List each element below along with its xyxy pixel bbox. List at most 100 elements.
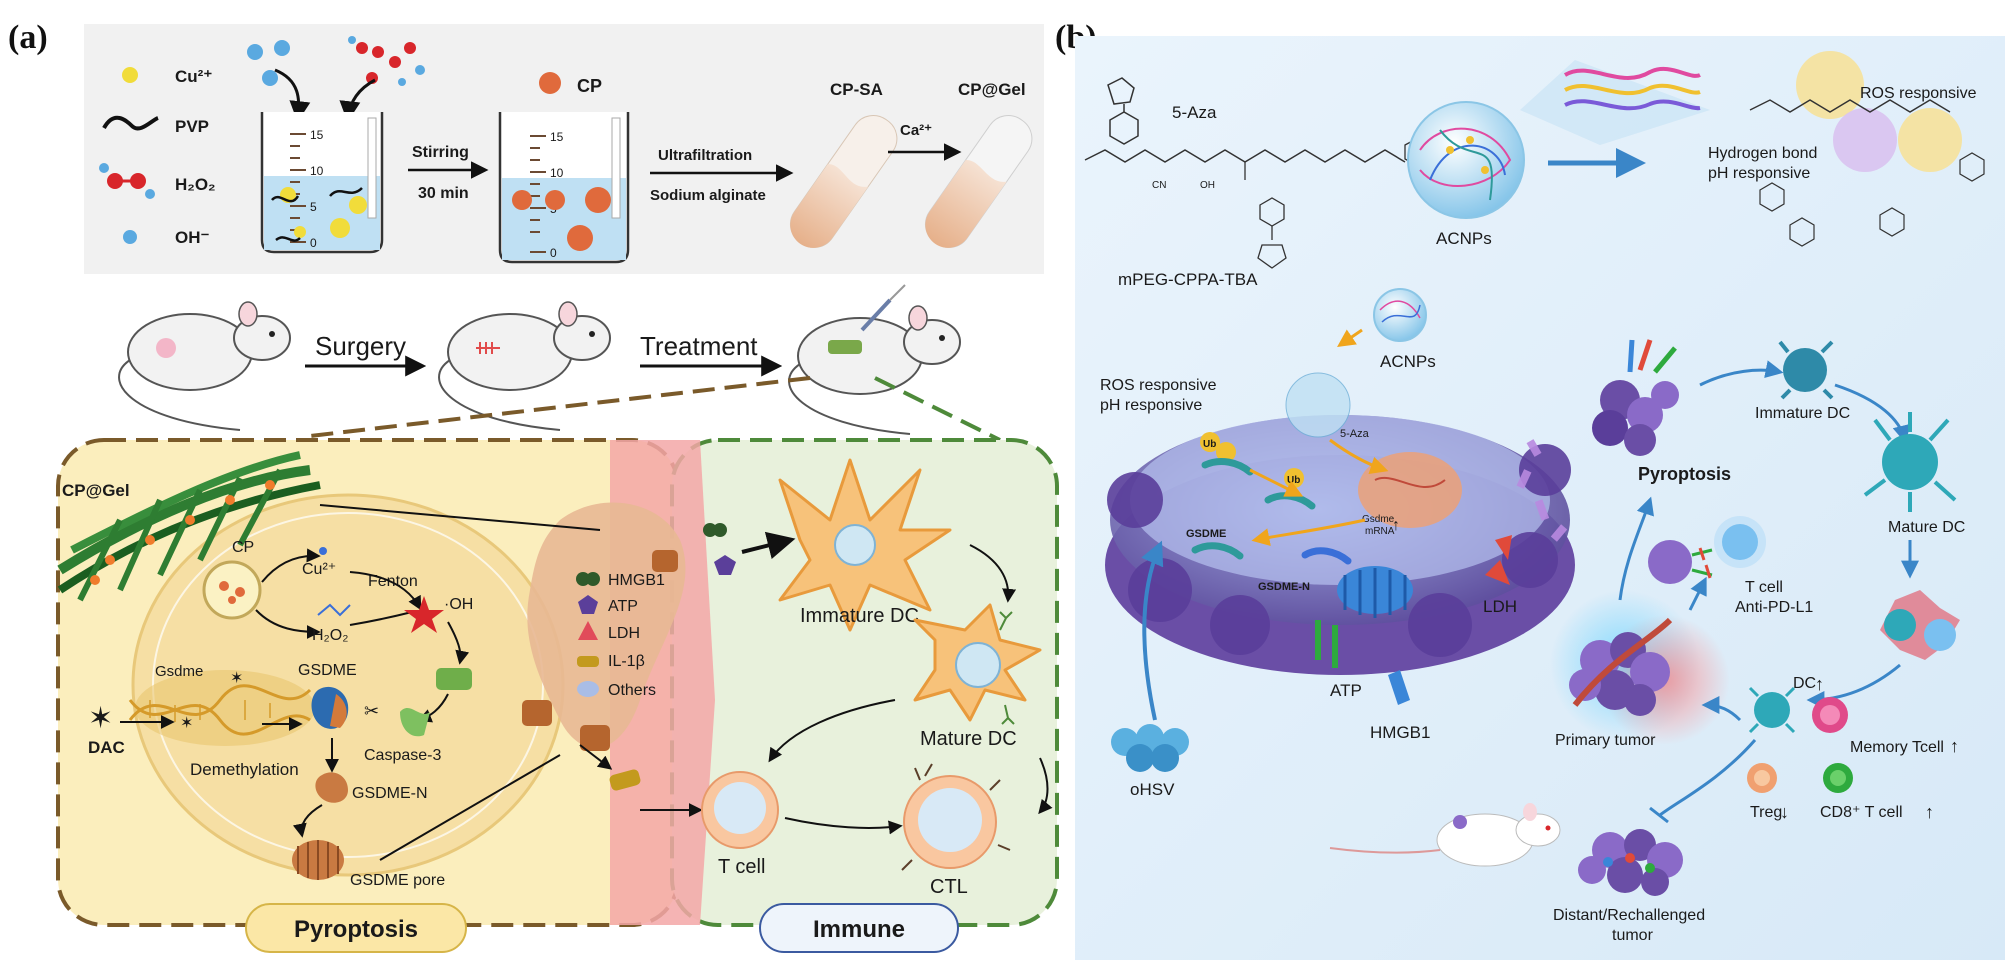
polymer-label: mPEG-CPPA-TBA xyxy=(1118,270,1258,289)
ctl-label: CTL xyxy=(930,876,968,898)
caspase-label: Caspase-3 xyxy=(364,747,441,764)
step2-bottom: Sodium alginate xyxy=(650,187,766,204)
tick-5: 5 xyxy=(310,200,317,214)
oh-icon xyxy=(123,230,137,244)
acnps-label: ACNPs xyxy=(1436,229,1492,248)
treg-label: Treg xyxy=(1750,804,1782,821)
pyroptosis-pill xyxy=(245,903,467,953)
tick-15b: 15 xyxy=(550,130,564,144)
ub-label-3: Ub xyxy=(1287,475,1300,486)
demethylation-label: Demethylation xyxy=(190,760,299,779)
tick-0b: 0 xyxy=(550,246,557,260)
mouse-2 xyxy=(438,301,611,431)
dac-star-icon: ✶ xyxy=(88,702,113,735)
primary-tumor-label: Primary tumor xyxy=(1555,732,1656,749)
gsdme-n-b-label: GSDME-N xyxy=(1258,581,1310,593)
pyroptosis-b-label: Pyroptosis xyxy=(1638,464,1731,484)
zoom-strand xyxy=(1563,66,1701,111)
ros-responsive-label: ROS responsive xyxy=(1860,85,1977,102)
legend-il1b: IL-1β xyxy=(608,653,645,670)
t-cell-b-label: T cell xyxy=(1745,579,1783,596)
hmgb1-label: HMGB1 xyxy=(1370,723,1430,742)
legend-cu: Cu²⁺ xyxy=(175,67,212,86)
anti-pdl1-label: Anti-PD-L1 xyxy=(1735,599,1813,616)
ub-icon-2 xyxy=(1216,442,1236,462)
cu-ion-icon xyxy=(122,67,138,83)
caspase-active-icon xyxy=(400,708,430,737)
ros-ph-line2: pH responsive xyxy=(1100,397,1202,414)
tick-10: 10 xyxy=(310,164,324,178)
dna-helix xyxy=(128,670,315,746)
h2o2-mech-label: H₂O₂ xyxy=(312,627,348,644)
aza-small-label: 5-Aza xyxy=(1340,428,1370,440)
tube-cpgel xyxy=(924,114,1033,248)
ros-sphere-2 xyxy=(1833,108,1897,172)
ros-sphere-1 xyxy=(1796,51,1864,119)
gsdme-b-label: GSDME xyxy=(1186,528,1226,540)
legend-hmgb1: HMGB1 xyxy=(608,572,665,589)
down-arrow-treg: ↓ xyxy=(1780,802,1789,822)
h2o2-molecules xyxy=(348,36,425,86)
surgery-label: Surgery xyxy=(315,331,406,361)
immune-pill-label: Immune xyxy=(813,916,905,943)
h2o2-icon xyxy=(99,163,155,199)
beaker-1: 15 10 5 0 xyxy=(247,36,425,254)
dc-b-label: DC xyxy=(1793,675,1816,692)
synthesis-legend: Cu²⁺ PVP H₂O₂ OH⁻ xyxy=(99,67,216,247)
pyroptosis-pill-label: Pyroptosis xyxy=(294,916,418,943)
distant-tumor xyxy=(1578,829,1683,896)
acnps-mid-label: ACNPs xyxy=(1380,352,1436,371)
gsdme-mrna-1: Gsdme xyxy=(1362,514,1395,525)
atp-label: ATP xyxy=(1330,681,1362,700)
cp-icon xyxy=(539,72,561,94)
step1-bottom: 30 min xyxy=(418,185,469,202)
mature-dc-b-label: Mature DC xyxy=(1888,519,1965,536)
star-icon: ✶ xyxy=(230,670,243,687)
t-cell-label: T cell xyxy=(718,856,765,878)
ph-responsive-label: pH responsive xyxy=(1708,165,1810,182)
mature-dc-label: Mature DC xyxy=(920,728,1017,750)
dac-label: DAC xyxy=(88,738,125,757)
damp-legend: HMGB1 ATP LDH IL-1β Others xyxy=(576,572,665,699)
aza-molecule xyxy=(1107,77,1139,145)
gsdme-gene-label: Gsdme xyxy=(155,663,203,680)
pvp-icon xyxy=(102,115,159,131)
beaker-2: 15 10 5 0 xyxy=(498,112,630,264)
cpgel-mesh xyxy=(57,451,321,602)
legend-others: Others xyxy=(608,682,656,699)
up-arrow-cd8: ↑ xyxy=(1925,802,1934,822)
oh-mech-label: ·OH xyxy=(444,596,473,613)
legend-h2o2: H₂O₂ xyxy=(175,175,216,194)
tick-10b: 10 xyxy=(550,166,564,180)
up-arrow-memory: ↑ xyxy=(1950,736,1959,756)
gsdme-mrna-2: mRNA xyxy=(1365,526,1395,537)
up-arrow-mrna: ↑ xyxy=(1392,517,1400,534)
endosome xyxy=(1285,372,1351,438)
releasing-cell xyxy=(522,502,686,751)
gsdme-pore-icon xyxy=(292,840,344,880)
step2-top: Ultrafiltration xyxy=(658,147,752,164)
gsdme-n-icon xyxy=(315,772,348,803)
legend-pvp: PVP xyxy=(175,117,209,136)
cp-mech-label: CP xyxy=(232,539,254,556)
ros-sphere-3 xyxy=(1898,108,1962,172)
primary-tumor xyxy=(1569,617,1673,716)
mature-dc-cell xyxy=(913,603,1042,725)
legend-ldh: LDH xyxy=(608,625,640,642)
ub-icon-1 xyxy=(1200,432,1220,452)
mouse-b xyxy=(1329,803,1561,867)
cp-vesicle xyxy=(202,560,262,620)
cpsa-label: CP-SA xyxy=(830,80,883,99)
acnps-visual xyxy=(1407,101,1525,219)
svg-text:OH: OH xyxy=(1200,180,1215,191)
mouse-3 xyxy=(788,284,961,435)
gsdme-mech-label: GSDME xyxy=(298,662,357,679)
panel-a-label: (a) xyxy=(8,19,48,56)
tube-cpsa xyxy=(789,114,898,248)
step1-top: Stirring xyxy=(412,144,469,161)
ctl-cell xyxy=(901,763,1011,871)
tick-15: 15 xyxy=(310,128,324,142)
acnps-small xyxy=(1373,288,1427,342)
scissors-icon: ✂ xyxy=(364,701,379,721)
gsdme-pore-b xyxy=(1337,566,1413,618)
